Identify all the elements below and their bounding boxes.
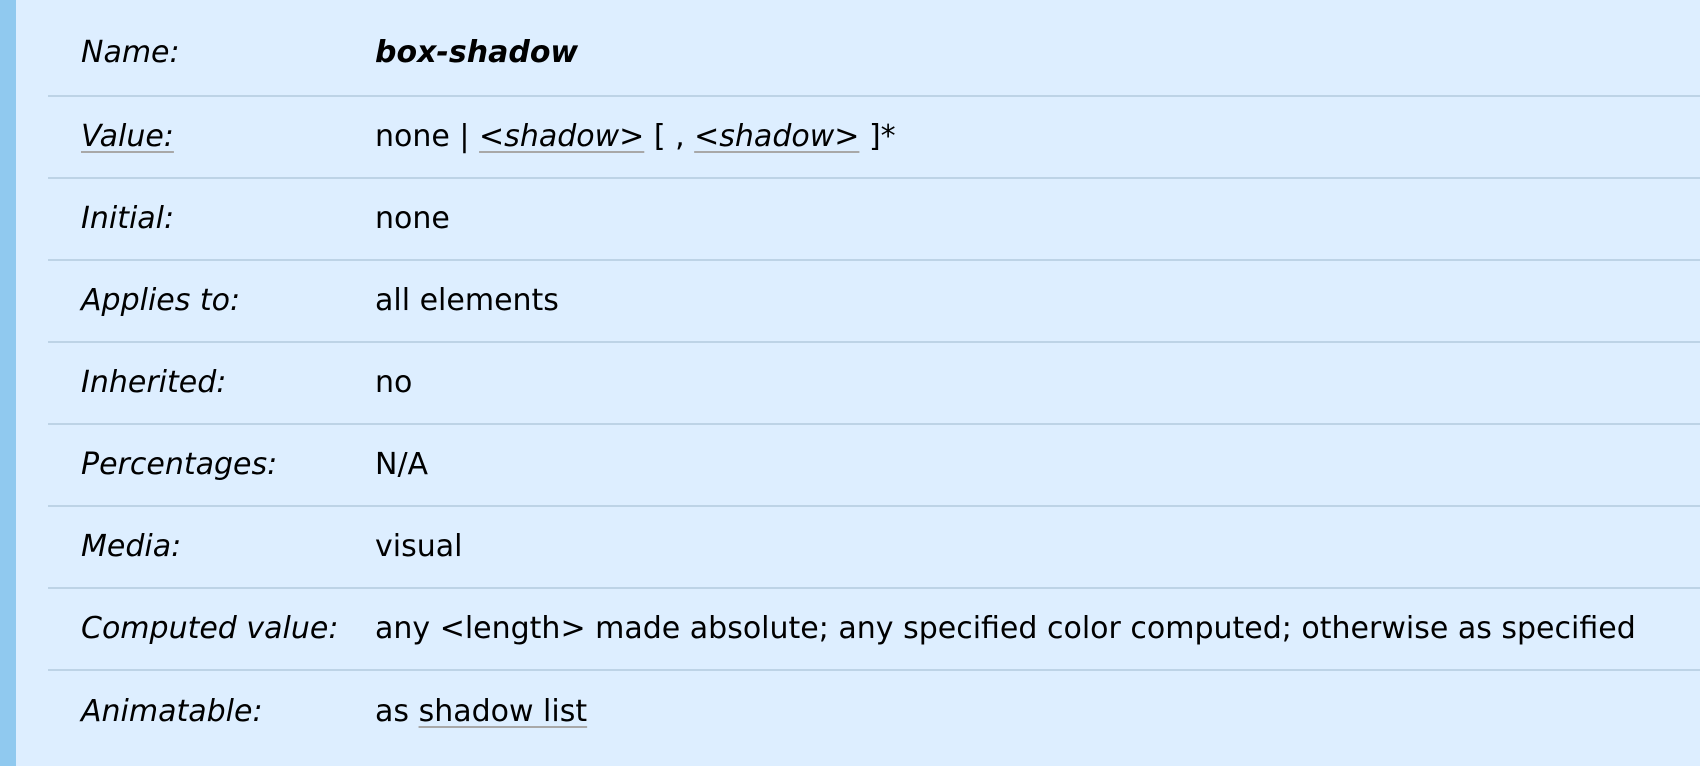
row-animatable: Animatable: as shadow list [48, 669, 1700, 752]
value-label-cell: Value: [48, 95, 375, 178]
name-value: box-shadow [375, 15, 1700, 96]
value-pipe: | [459, 119, 470, 154]
applies-to-value: all elements [375, 259, 1700, 342]
row-applies-to: Applies to: all elements [48, 259, 1700, 342]
percentages-label: Percentages: [48, 423, 375, 506]
media-value: visual [375, 505, 1700, 588]
animatable-value: as shadow list [375, 669, 1700, 752]
computed-value-label: Computed value: [48, 587, 375, 670]
initial-value: none [375, 177, 1700, 260]
row-percentages: Percentages: N/A [48, 423, 1700, 506]
initial-label: Initial: [48, 177, 375, 260]
value-keyword-none: none [375, 119, 450, 154]
shadow-list-link[interactable]: shadow list [418, 693, 588, 729]
property-definition-table: Name: box-shadow Value: none | <shadow> … [48, 15, 1700, 752]
computed-value-value: any <length> made absolute; any specifie… [375, 587, 1700, 670]
applies-to-label: Applies to: [48, 259, 375, 342]
animatable-prefix: as [375, 693, 410, 729]
property-name: box-shadow [375, 35, 579, 70]
animatable-label: Animatable: [48, 669, 375, 752]
value-list-close: ]* [868, 119, 896, 154]
value-syntax: none | <shadow> [ , <shadow> ]* [375, 95, 1700, 178]
row-value: Value: none | <shadow> [ , <shadow> ]* [48, 95, 1700, 178]
row-computed-value: Computed value: any <length> made absolu… [48, 587, 1700, 670]
name-label: Name: [81, 35, 180, 70]
media-label: Media: [48, 505, 375, 588]
row-name: Name: box-shadow [48, 15, 1700, 96]
row-media: Media: visual [48, 505, 1700, 588]
percentages-value: N/A [375, 423, 1700, 506]
row-inherited: Inherited: no [48, 341, 1700, 424]
value-label-link[interactable]: Value: [81, 119, 174, 154]
inherited-value: no [375, 341, 1700, 424]
row-initial: Initial: none [48, 177, 1700, 260]
left-accent-bar [0, 0, 16, 766]
shadow-type-link-1[interactable]: <shadow> [479, 119, 645, 154]
inherited-label: Inherited: [48, 341, 375, 424]
value-list-open: [ , [653, 119, 685, 154]
shadow-type-link-2[interactable]: <shadow> [694, 119, 860, 154]
